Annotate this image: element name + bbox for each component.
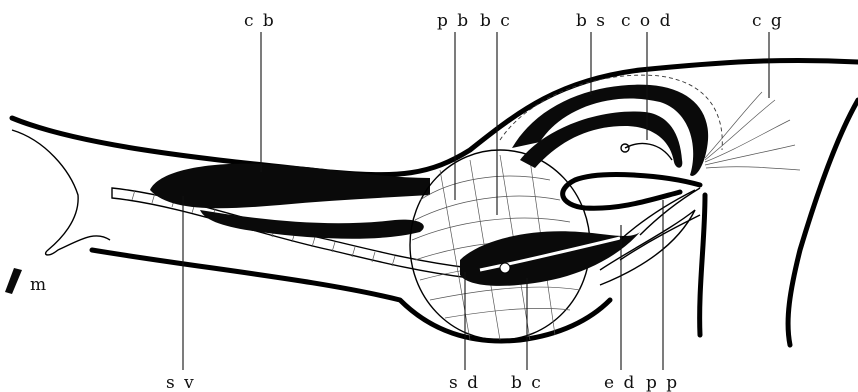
marker-m-shape xyxy=(5,268,22,294)
label-ed: e d xyxy=(604,373,636,392)
left-lobe-outline xyxy=(12,130,110,255)
label-pp: p p xyxy=(646,373,679,392)
label-bc-bottom: b c xyxy=(511,373,543,392)
label-bc-top: b c xyxy=(480,11,512,31)
cod-duct xyxy=(625,144,672,160)
inner-fold xyxy=(563,175,700,209)
label-bs: b s xyxy=(576,11,607,31)
inner-posterior-wall xyxy=(700,195,705,335)
sd-opening xyxy=(500,263,510,273)
label-sv: s v xyxy=(166,373,196,392)
label-cg: c g xyxy=(752,11,784,31)
posterior-wall xyxy=(788,100,858,345)
label-cod: c o d xyxy=(621,11,672,31)
upper-body-wall xyxy=(12,60,858,174)
label-m: m xyxy=(30,275,48,295)
label-sd: s d xyxy=(449,373,480,392)
label-cb: c b xyxy=(244,11,276,31)
label-pb: p b xyxy=(437,11,470,31)
cg-gland-fibres xyxy=(705,92,800,170)
cb-black-body xyxy=(150,164,430,209)
